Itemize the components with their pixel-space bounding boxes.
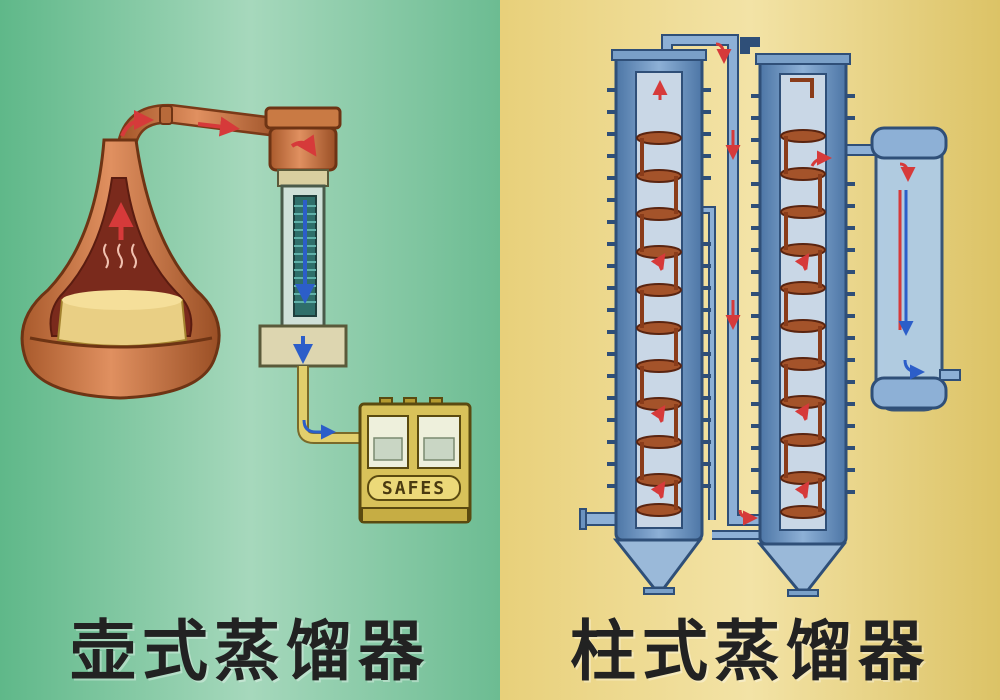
- column-still: [579, 34, 961, 597]
- condenser: [258, 106, 364, 444]
- condenser-head: [268, 126, 338, 172]
- condenser-cap: [264, 106, 342, 130]
- pot-still-caption: 壶式蒸馏器: [70, 613, 430, 690]
- liquid-surface: [62, 290, 182, 310]
- pot-still: [20, 103, 294, 400]
- safe-label: SAFES: [382, 478, 446, 499]
- column-still-caption: 柱式蒸馏器: [570, 613, 930, 690]
- spirit-safe: SAFES: [358, 397, 472, 524]
- safe-label-plate: [367, 475, 461, 501]
- pipe-flange: [159, 105, 173, 125]
